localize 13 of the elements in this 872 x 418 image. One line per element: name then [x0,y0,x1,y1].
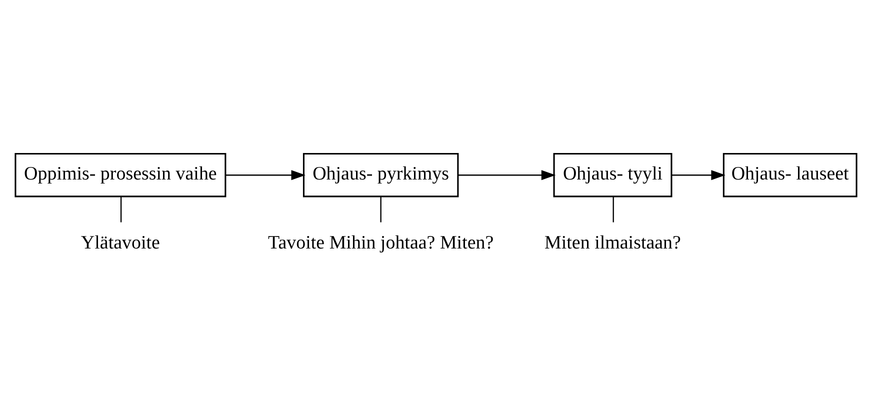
node-text: Tavoite Mihin johtaa? Miten? [268,232,494,253]
connector [612,196,614,222]
node-text: Miten ilmaistaan? [544,232,681,253]
arrow [226,170,306,180]
node-box: Ohjaus- tyyli [553,152,672,197]
arrow [458,170,556,180]
node-text: Ylätavoite [80,232,160,253]
node-box: Ohjaus- lauseet [722,152,858,197]
connector [380,196,382,222]
arrow [672,170,726,180]
node-box: Ohjaus- pyrkimys [302,152,459,197]
connector [120,196,122,222]
node-box: Oppimis- prosessin vaihe [14,152,226,197]
